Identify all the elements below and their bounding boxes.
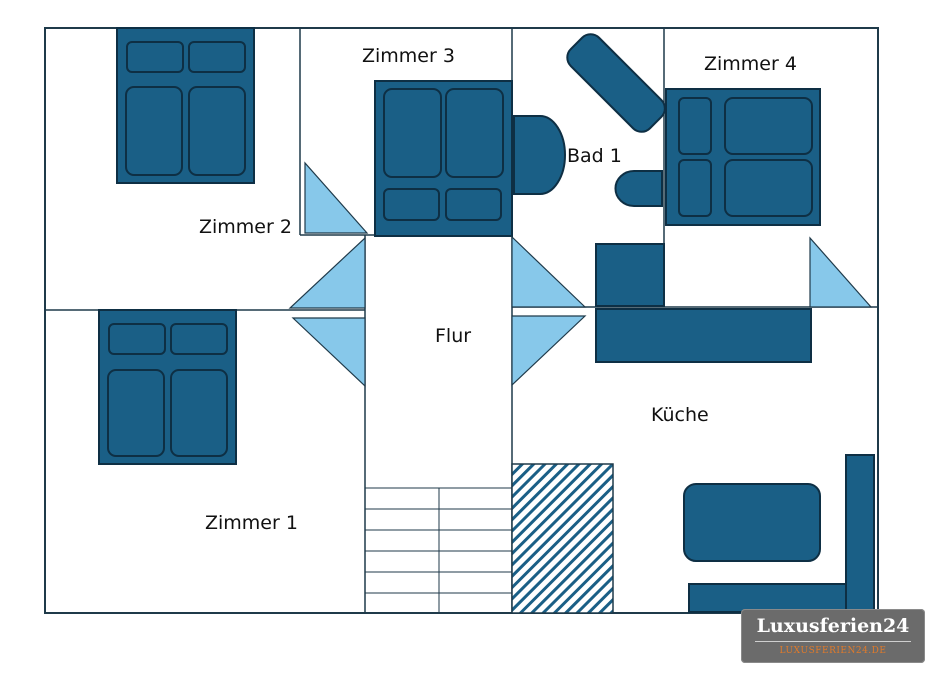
bed-zimmer-2: [116, 27, 255, 184]
door-swings: [288, 161, 873, 388]
watermark-divider: [755, 641, 911, 642]
dining-table: [683, 483, 821, 562]
outer-wall: [44, 27, 879, 614]
door-flur-right-lower: [511, 315, 587, 387]
label-zimmer-3: Zimmer 3: [362, 45, 455, 67]
bathtub: [566, 33, 666, 133]
label-zimmer-1: Zimmer 1: [205, 512, 298, 534]
kitchen-cabinet: [595, 243, 665, 307]
bed-zimmer-4: [665, 88, 821, 226]
label-kueche: Küche: [651, 404, 709, 426]
watermark-title: Luxusferien24: [756, 615, 910, 637]
label-zimmer-2: Zimmer 2: [199, 216, 292, 238]
label-zimmer-4: Zimmer 4: [704, 53, 797, 75]
bed-zimmer-3: [374, 80, 513, 237]
bench-horizontal: [688, 583, 847, 613]
hatched-area: [511, 463, 614, 614]
kitchen-counter: [595, 308, 812, 363]
stairs: [365, 487, 512, 613]
label-flur: Flur: [435, 325, 471, 347]
door-flur-left-upper: [288, 236, 366, 309]
door-zimmer-4: [809, 236, 873, 308]
door-flur-left-lower: [291, 317, 366, 388]
watermark-badge: Luxusferien24 LUXUSFERIEN24.DE: [741, 609, 925, 663]
door-flur-right-upper: [511, 235, 587, 308]
label-bad-1: Bad 1: [567, 145, 622, 167]
bench-vertical: [845, 454, 875, 614]
door-zimmer-2: [304, 161, 369, 234]
watermark-url: LUXUSFERIEN24.DE: [779, 646, 887, 656]
sink: [614, 170, 663, 207]
bed-zimmer-1: [98, 309, 237, 465]
toilet: [513, 115, 566, 195]
